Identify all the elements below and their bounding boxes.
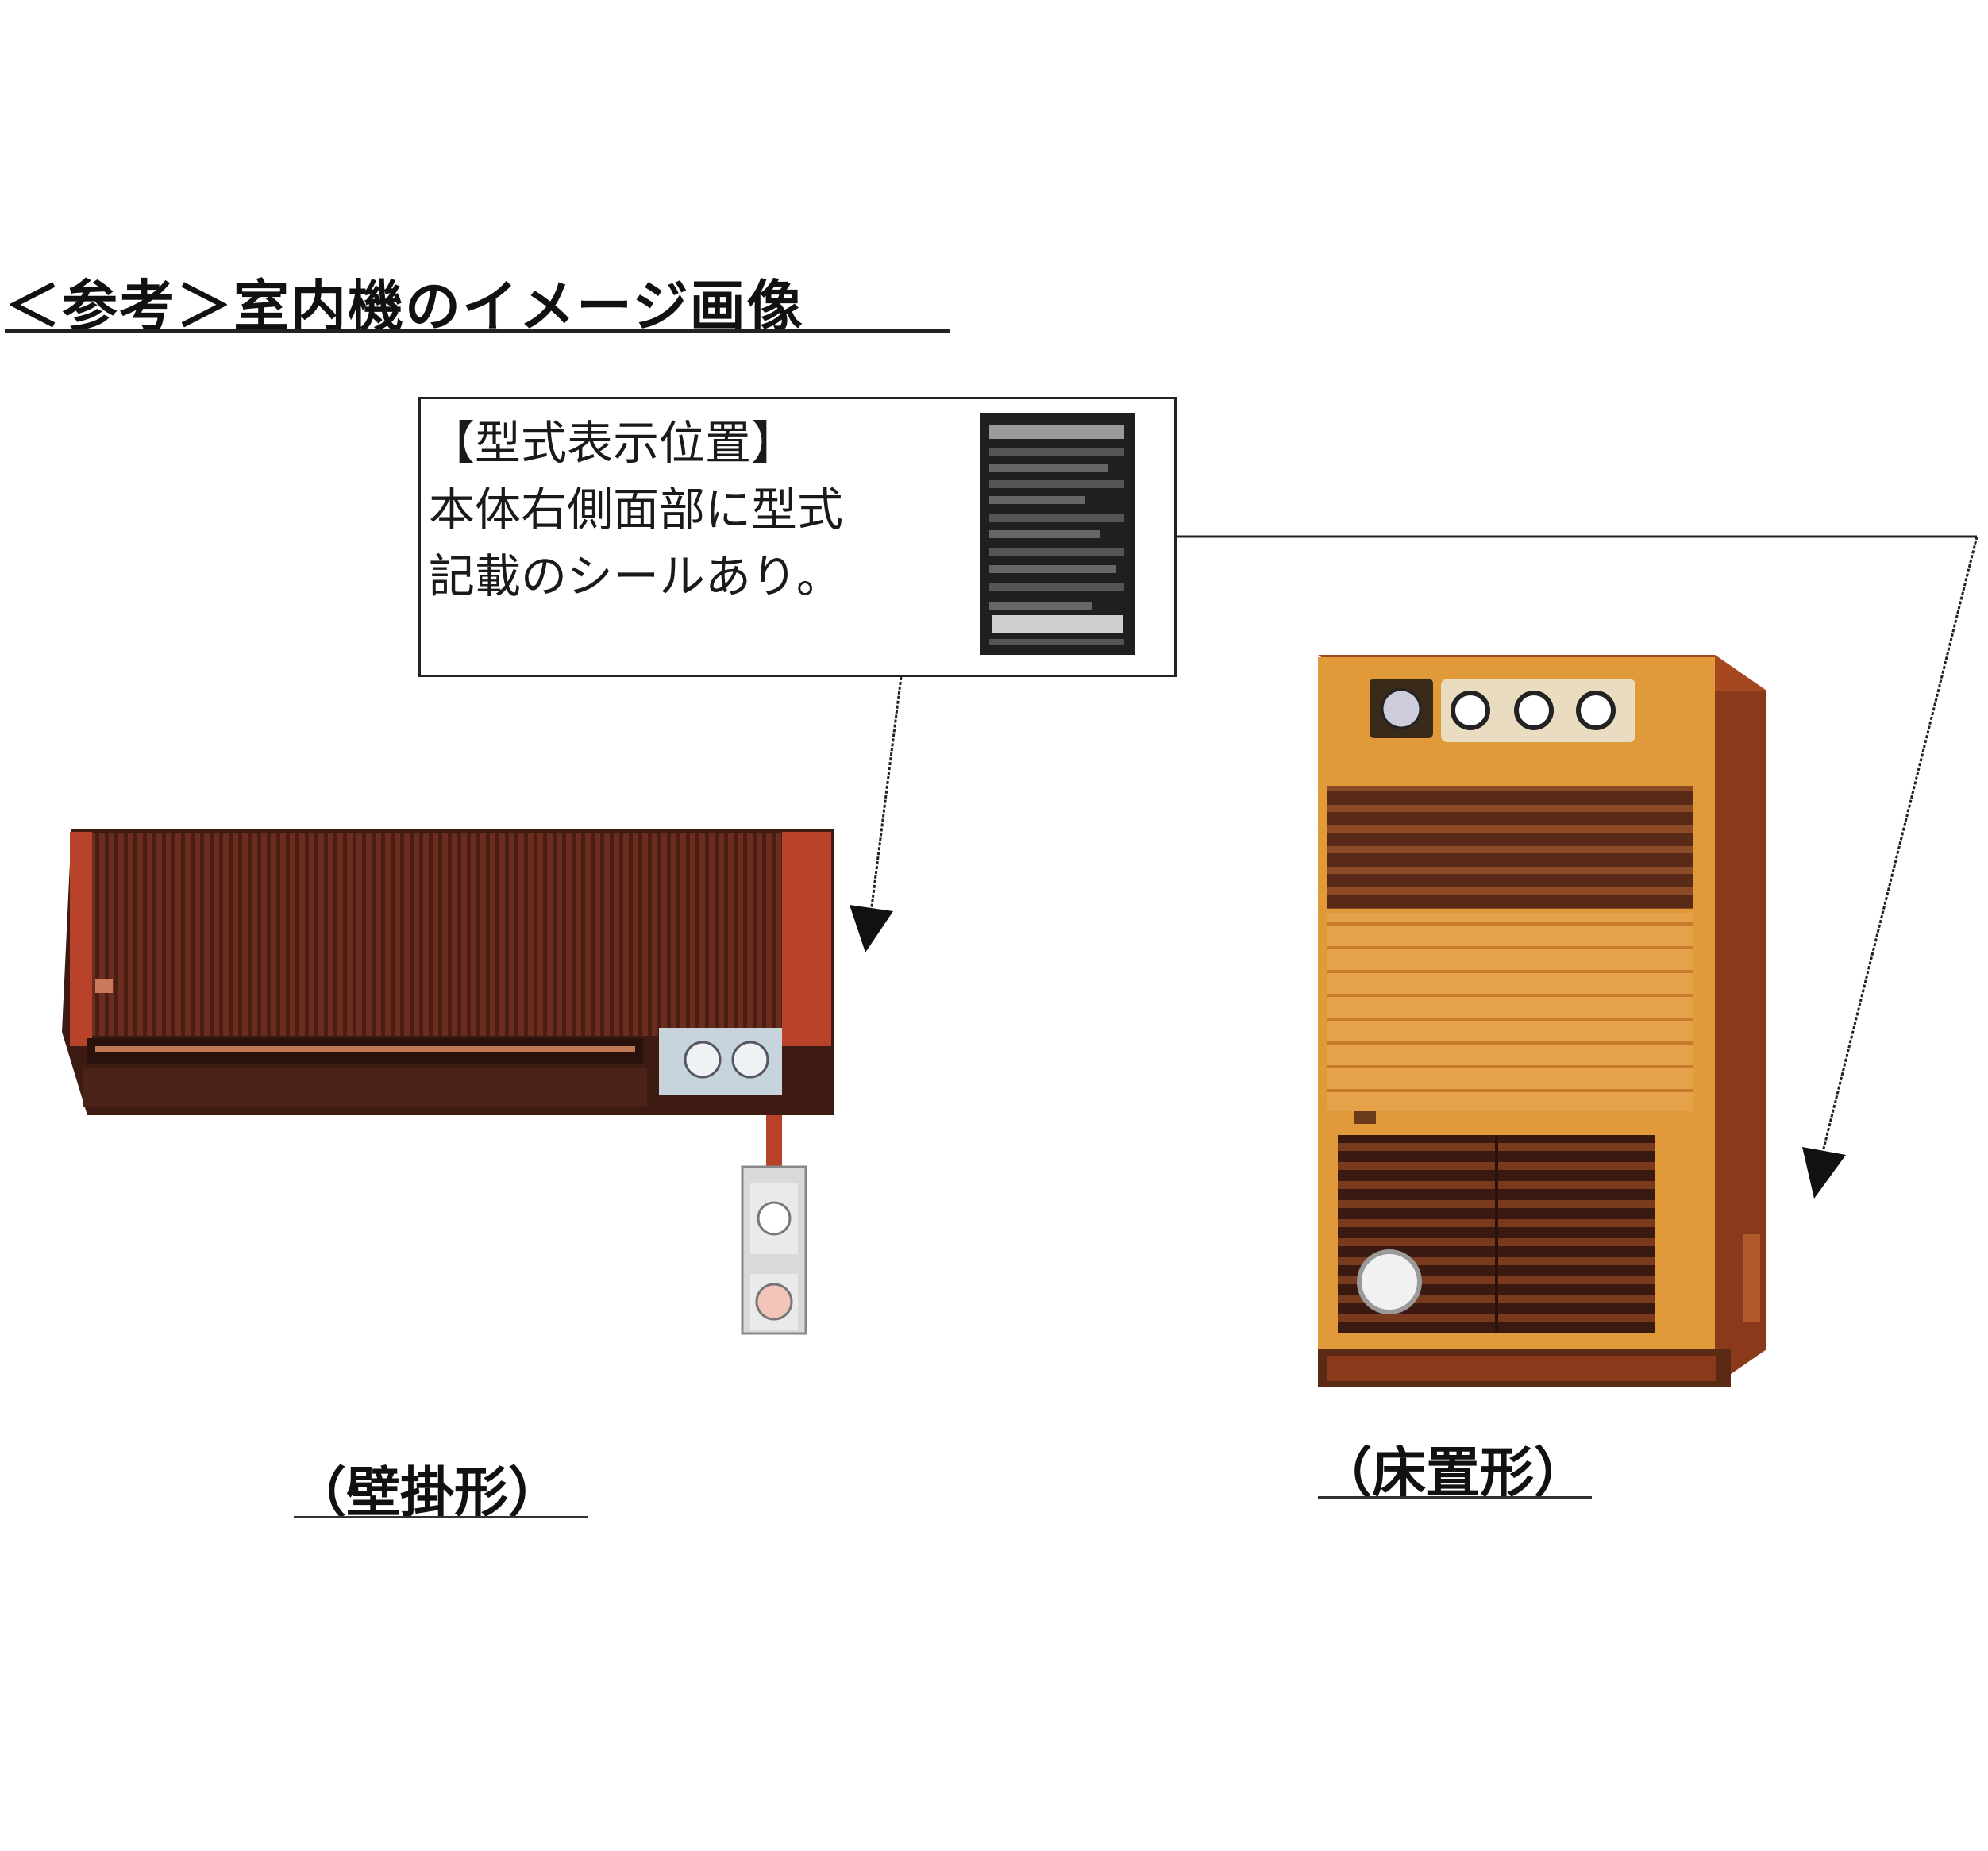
note-line-2: 記載のシールあり。 <box>429 549 842 603</box>
caption-wall-underline <box>294 1516 588 1518</box>
wall-mounted-unit-image <box>62 829 834 1335</box>
heading-underline <box>5 329 950 333</box>
arrow-to-floor-unit <box>1177 535 1978 1199</box>
caption-floor-standing: （床置形） <box>1318 1442 1589 1505</box>
note-title: 【型式表示位置】 <box>429 416 798 470</box>
caption-floor-underline <box>1318 1496 1592 1499</box>
arrow-to-wall-unit <box>850 676 903 952</box>
model-label-plate <box>980 413 1135 655</box>
caption-wall-mounted: （壁掛形） <box>292 1462 563 1525</box>
page-heading: ＜参考＞室内機のイメージ画像 <box>5 274 804 339</box>
floor-standing-unit-image <box>1318 655 1766 1387</box>
note-line-1: 本体右側面部に型式 <box>429 483 844 537</box>
